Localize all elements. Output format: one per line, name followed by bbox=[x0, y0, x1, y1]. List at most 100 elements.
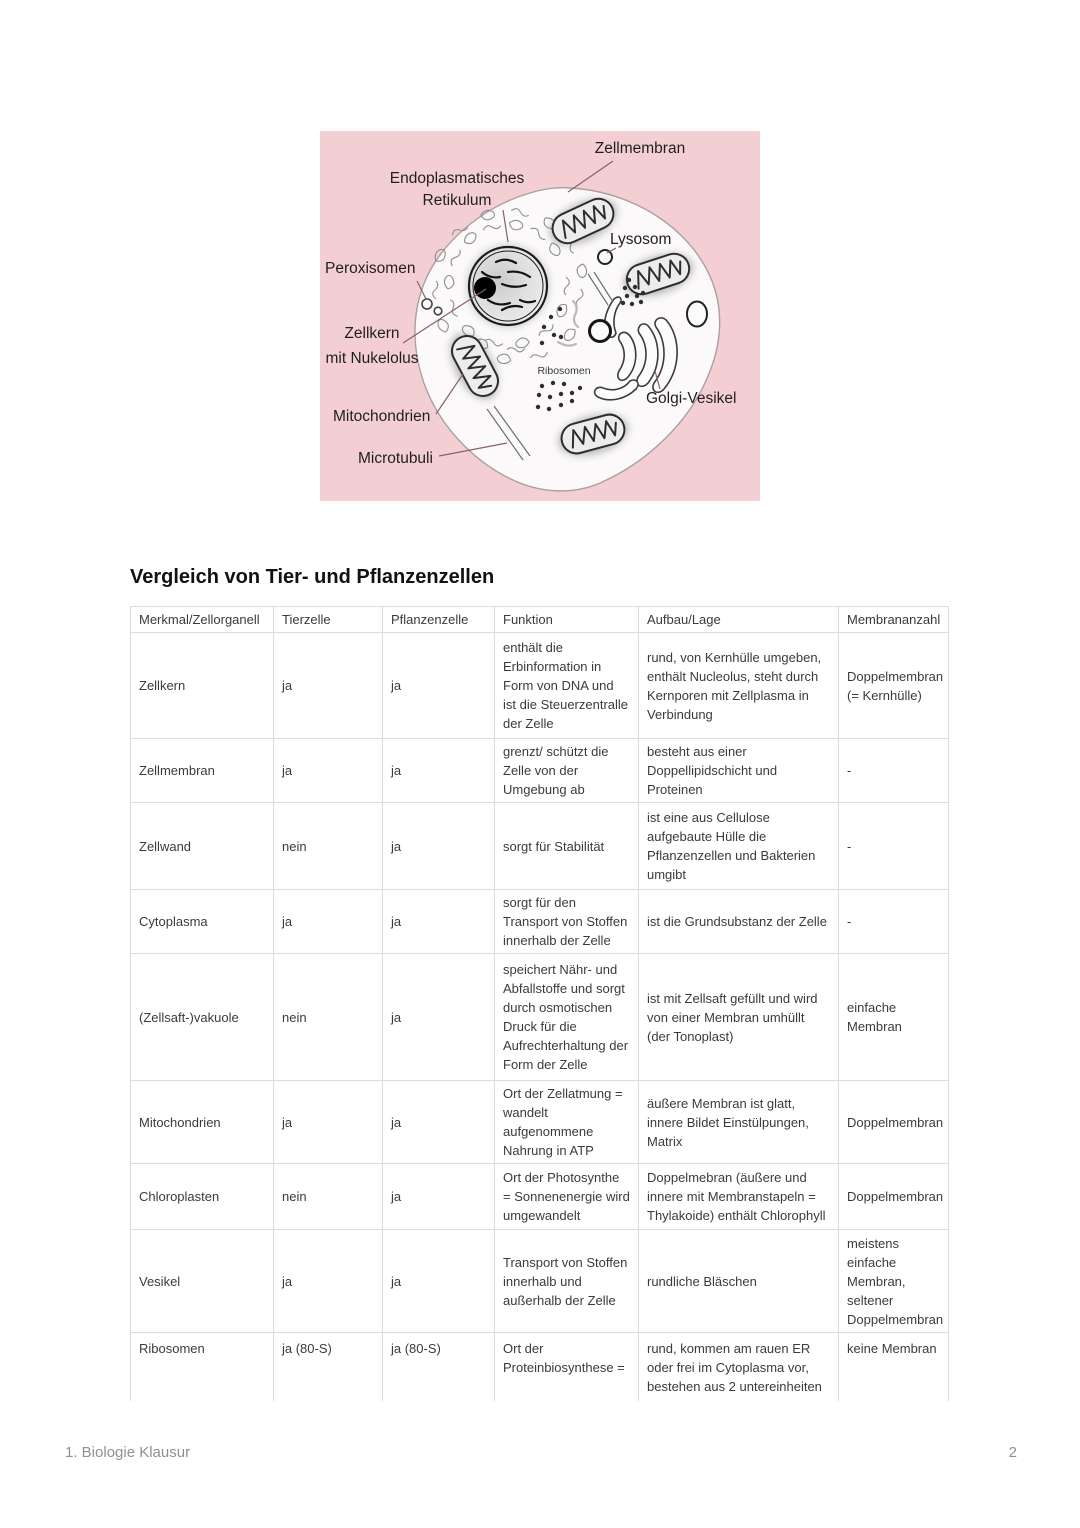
table-cell: Ort der Photosynthe = Sonnenenergie wird… bbox=[494, 1163, 639, 1230]
diagram-label-peroxisomen: Peroxisomen bbox=[325, 260, 415, 277]
comparison-table: Merkmal/Zellorganell Tierzelle Pflanzenz… bbox=[130, 606, 949, 1401]
diagram-label-er-line1: Endoplasmatisches bbox=[390, 170, 525, 187]
column-header: Pflanzenzelle bbox=[382, 606, 495, 633]
table-cell: Vesikel bbox=[130, 1229, 274, 1333]
table-cell: Doppelmembran bbox=[838, 1163, 949, 1230]
table-cell: rund, kommen am rauen ER oder frei im Cy… bbox=[638, 1332, 839, 1401]
table-cell: ja bbox=[273, 632, 383, 739]
animal-cell-diagram: Zellmembran Endoplasmatisches Retikulum … bbox=[325, 140, 736, 492]
cell-diagram-figure: Zellmembran Endoplasmatisches Retikulum … bbox=[320, 131, 760, 501]
diagram-label-zellkern-line2: mit Nukelolus bbox=[325, 350, 418, 367]
table-cell: ja bbox=[382, 802, 495, 890]
column-header: Tierzelle bbox=[273, 606, 383, 633]
table-cell: nein bbox=[273, 802, 383, 890]
table-cell: einfache Membran bbox=[838, 953, 949, 1081]
diagram-label-ribosomen: Ribosomen bbox=[537, 365, 590, 377]
diagram-label-zellmembran: Zellmembran bbox=[595, 140, 685, 157]
table-cell: Cytoplasma bbox=[130, 889, 274, 954]
table-cell: Mitochondrien bbox=[130, 1080, 274, 1164]
table-cell: ja bbox=[382, 1163, 495, 1230]
table-cell: grenzt/ schützt die Zelle von der Umgebu… bbox=[494, 738, 639, 803]
diagram-label-zellkern-line1: Zellkern bbox=[344, 325, 399, 342]
table-row: Ribosomen ja (80-S) ja (80-S) Ort der Pr… bbox=[130, 1332, 949, 1401]
table-row: Chloroplasten nein ja Ort der Photosynth… bbox=[130, 1163, 949, 1230]
table-cell: ja bbox=[382, 738, 495, 803]
table-cell: Zellmembran bbox=[130, 738, 274, 803]
column-header: Merkmal/Zellorganell bbox=[130, 606, 274, 633]
table-cell: Ort der Proteinbiosynthese = bbox=[494, 1332, 639, 1401]
table-cell: ja (80-S) bbox=[273, 1332, 383, 1401]
table-row: (Zellsaft-)vakuole nein ja speichert Näh… bbox=[130, 953, 949, 1081]
leader-line-lysosom bbox=[606, 247, 617, 254]
table-cell: ja bbox=[273, 889, 383, 954]
leader-line-zellmembran bbox=[567, 160, 614, 193]
table-cell: ist eine aus Cellulose aufgebaute Hülle … bbox=[638, 802, 839, 890]
section-title: Vergleich von Tier- und Pflanzenzellen bbox=[130, 566, 495, 588]
table-cell: besteht aus einer Doppellipidschicht und… bbox=[638, 738, 839, 803]
table-cell: nein bbox=[273, 1163, 383, 1230]
table-cell: ja bbox=[273, 1080, 383, 1164]
table-cell: Transport von Stoffen innerhalb und auße… bbox=[494, 1229, 639, 1333]
vesicle-shape bbox=[588, 319, 612, 343]
leader-line-er bbox=[502, 209, 509, 243]
leader-line-golgi bbox=[654, 370, 661, 390]
microtubule-lines bbox=[486, 271, 614, 461]
table-cell: äußere Membran ist glatt, innere Bildet … bbox=[638, 1080, 839, 1164]
leader-line-peroxisomen bbox=[416, 280, 427, 300]
footer-page-number: 2 bbox=[1008, 1444, 1017, 1461]
diagram-label-microtubuli: Microtubuli bbox=[358, 450, 433, 467]
table-row: Cytoplasma ja ja sorgt für den Transport… bbox=[130, 889, 949, 954]
ribosome-dots bbox=[535, 277, 646, 412]
diagram-label-golgi: Golgi-Vesikel bbox=[646, 390, 736, 407]
table-cell: - bbox=[838, 738, 949, 803]
nucleolus-shape bbox=[474, 277, 496, 299]
diagram-label-lysosom: Lysosom bbox=[610, 231, 671, 248]
table-cell: ist mit Zellsaft gefüllt und wird von ei… bbox=[638, 953, 839, 1081]
table-row: Mitochondrien ja ja Ort der Zellatmung =… bbox=[130, 1080, 949, 1164]
table-cell: Zellkern bbox=[130, 632, 274, 739]
nucleus-shape bbox=[467, 245, 549, 327]
diagram-label-er-line2: Retikulum bbox=[423, 192, 492, 209]
table-cell: sorgt für den Transport von Stoffen inne… bbox=[494, 889, 639, 954]
table-cell: ja bbox=[382, 1080, 495, 1164]
table-row: Zellkern ja ja enthält die Erbinformatio… bbox=[130, 632, 949, 739]
table-cell: sorgt für Stabilität bbox=[494, 802, 639, 890]
peroxisome-shape bbox=[433, 306, 443, 316]
diagram-label-mitochondrien: Mitochondrien bbox=[333, 408, 430, 425]
leader-line-mitochondrien bbox=[435, 373, 464, 415]
table-cell: meistens einfache Membran, seltener Dopp… bbox=[838, 1229, 949, 1333]
table-cell: Doppelmembran bbox=[838, 1080, 949, 1164]
table-cell: ja bbox=[273, 1229, 383, 1333]
smooth-er-squiggles bbox=[556, 299, 580, 347]
table-cell: rundliche Bläschen bbox=[638, 1229, 839, 1333]
table-cell: Doppelmebran (äußere und innere mit Memb… bbox=[638, 1163, 839, 1230]
table-cell: (Zellsaft-)vakuole bbox=[130, 953, 274, 1081]
table-cell: speichert Nähr- und Abfallstoffe und sor… bbox=[494, 953, 639, 1081]
table-cell: ja bbox=[382, 953, 495, 1081]
table-cell: - bbox=[838, 889, 949, 954]
table-cell: Zellwand bbox=[130, 802, 274, 890]
table-cell: Doppelmembran (= Kernhülle) bbox=[838, 632, 949, 739]
table-cell: nein bbox=[273, 953, 383, 1081]
table-cell: ja bbox=[382, 889, 495, 954]
table-cell: ja bbox=[382, 1229, 495, 1333]
table-row: Zellwand nein ja sorgt für Stabilität is… bbox=[130, 802, 949, 890]
column-header: Membrananzahl bbox=[838, 606, 949, 633]
table-row: Vesikel ja ja Transport von Stoffen inne… bbox=[130, 1229, 949, 1333]
leader-line-zellkern bbox=[402, 288, 487, 344]
table-cell: ist die Grundsubstanz der Zelle bbox=[638, 889, 839, 954]
table-cell: ja (80-S) bbox=[382, 1332, 495, 1401]
table-cell: Ort der Zellatmung = wandelt aufgenommen… bbox=[494, 1080, 639, 1164]
table-cell: ja bbox=[273, 738, 383, 803]
table-cell: Ribosomen bbox=[130, 1332, 274, 1401]
table-cell: rund, von Kernhülle umgeben, enthält Nuc… bbox=[638, 632, 839, 739]
table-header-row: Merkmal/Zellorganell Tierzelle Pflanzenz… bbox=[130, 606, 949, 633]
golgi-apparatus-shape bbox=[593, 296, 678, 401]
table-cell: Chloroplasten bbox=[130, 1163, 274, 1230]
table-cell: keine Membran bbox=[838, 1332, 949, 1401]
table-cell: - bbox=[838, 802, 949, 890]
table-row: Zellmembran ja ja grenzt/ schützt die Ze… bbox=[130, 738, 949, 803]
footer-doc-title: 1. Biologie Klausur bbox=[65, 1444, 191, 1461]
vesicle-shape bbox=[686, 300, 708, 328]
